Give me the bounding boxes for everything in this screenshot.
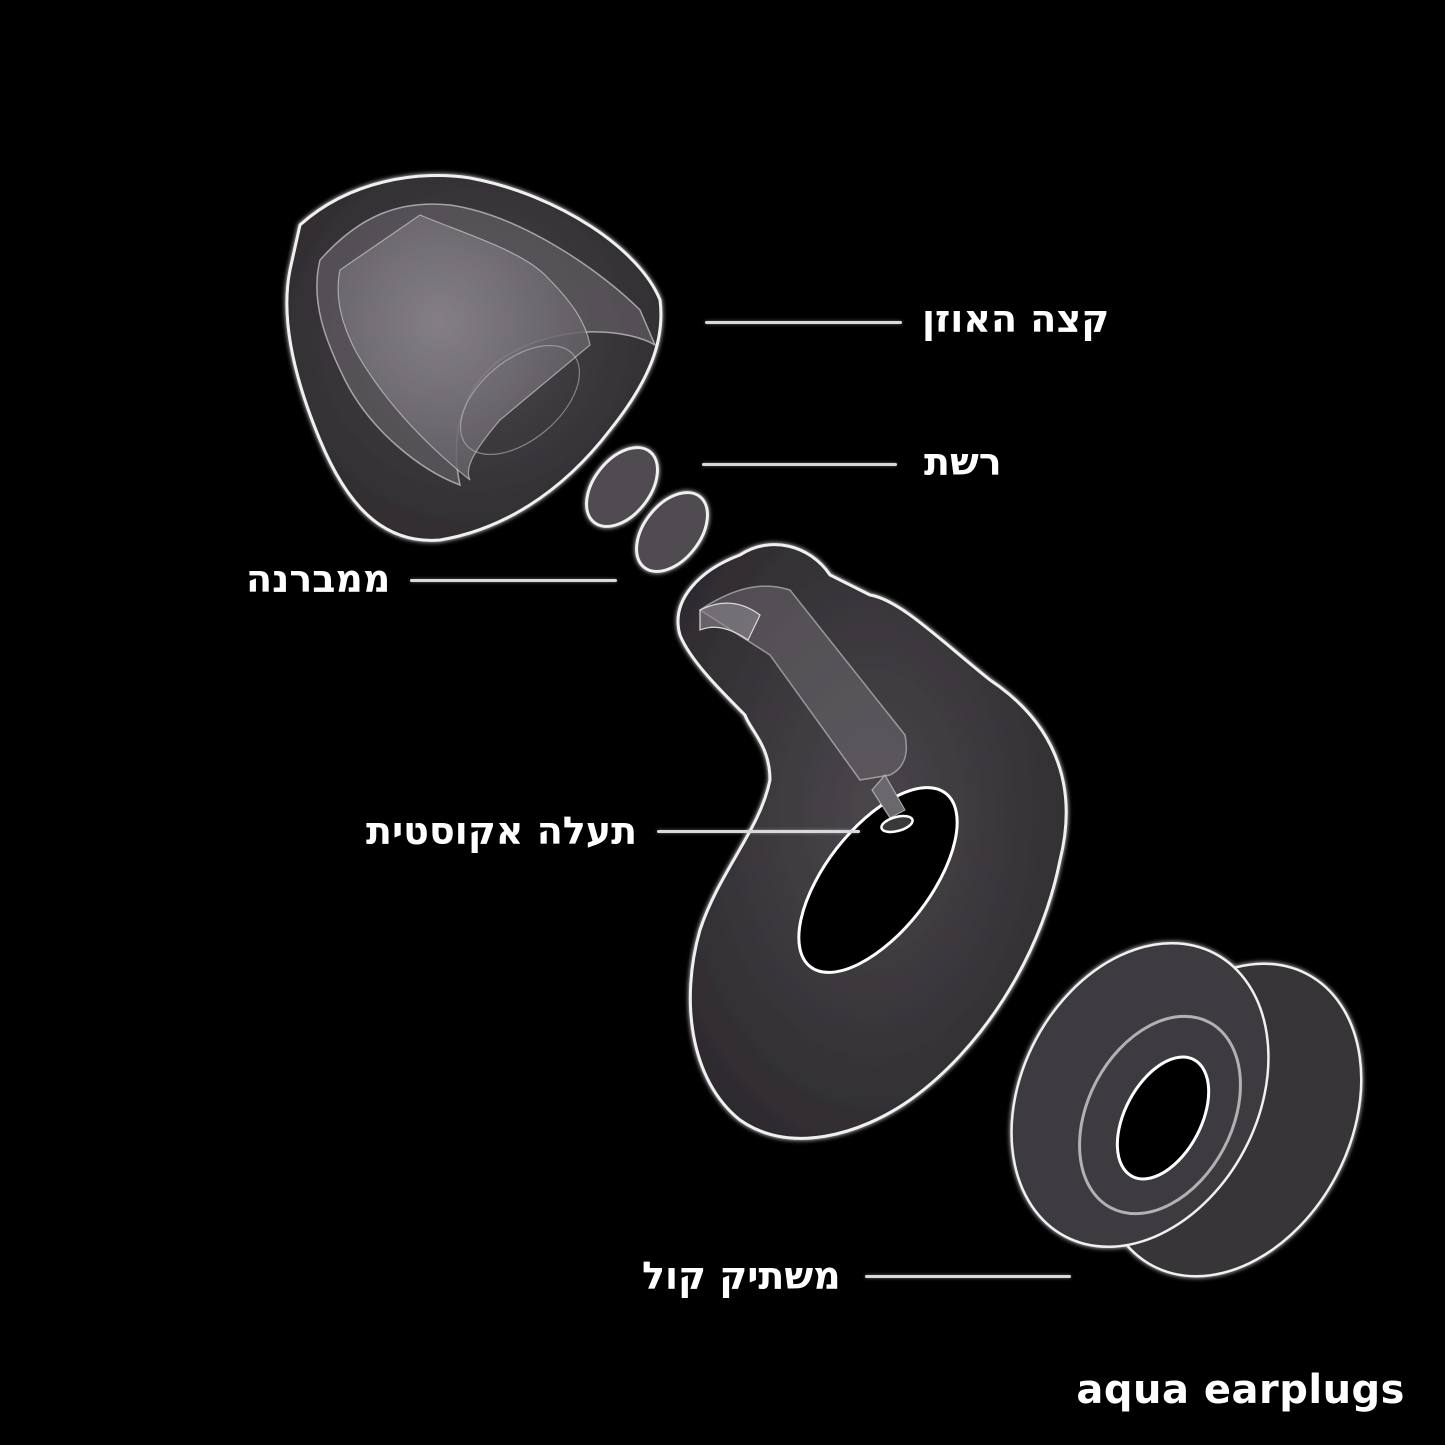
ear-tip-leader-line xyxy=(705,321,902,324)
mesh-leader-line xyxy=(702,463,897,466)
sound-silencer-leader-line xyxy=(865,1275,1071,1278)
sound-silencer-shape xyxy=(1010,942,1363,1278)
ear-tip-label: קצה האוזן xyxy=(922,297,1110,341)
membrane-disc-shape xyxy=(635,491,709,573)
membrane-leader-line xyxy=(410,579,617,582)
membrane-label: ממברנה xyxy=(246,557,391,601)
acoustic-channel-leader-line xyxy=(657,830,860,833)
ear-tip-shape xyxy=(285,174,663,542)
acoustic-channel-label: תעלה אקוסטית xyxy=(366,809,638,853)
brand-logo: aqua earplugs xyxy=(1076,1367,1405,1413)
mesh-disc-shape xyxy=(585,446,659,528)
sound-silencer-label: משתיק קול xyxy=(642,1254,841,1298)
mesh-label: רשת xyxy=(924,440,1002,484)
earplug-body-shape xyxy=(676,543,1068,1140)
